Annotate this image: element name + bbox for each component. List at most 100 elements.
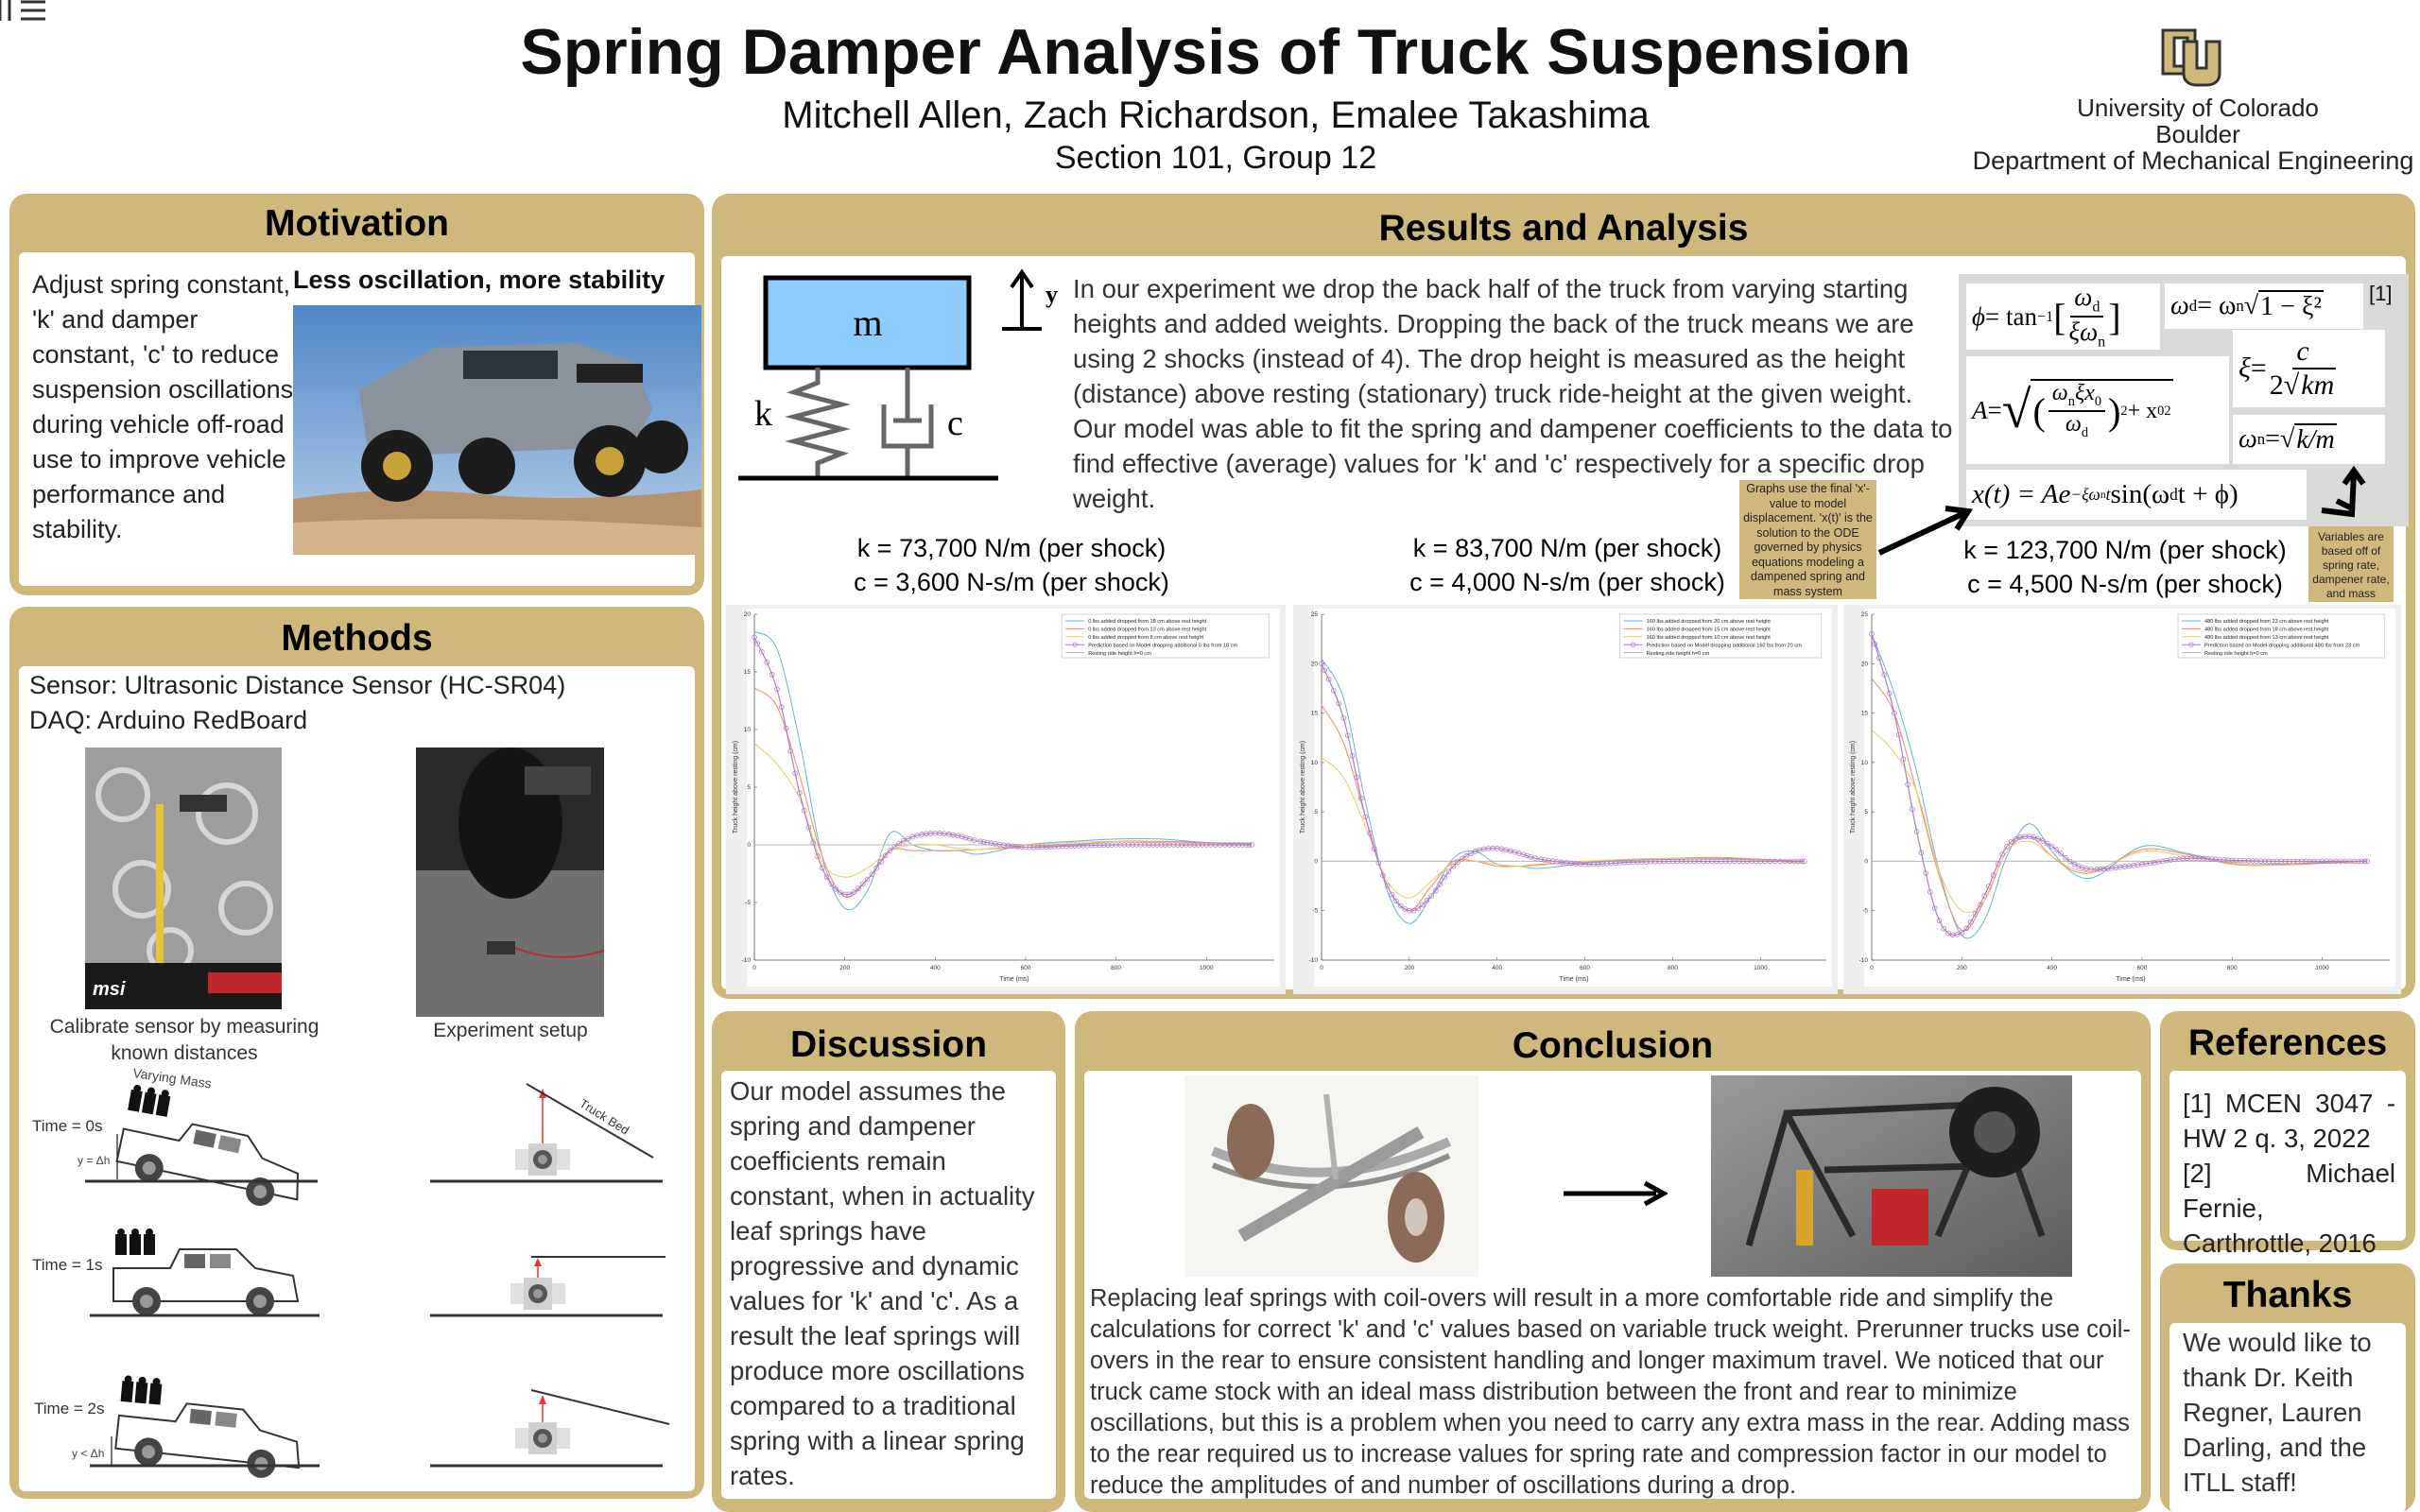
model-point-marker: [1150, 842, 1156, 848]
daq-text: DAQ: Arduino RedBoard: [29, 706, 308, 734]
model-point-marker: [1927, 889, 1933, 895]
legend-label: 480 lbs added dropped from 23 cm above r…: [2204, 619, 2329, 625]
annotation-arrows: [1877, 465, 2366, 556]
x-tick-label: 1000: [1200, 965, 1214, 971]
model-point-marker: [1060, 843, 1065, 850]
x-tick-label: 800: [1111, 965, 1121, 971]
model-point-marker: [2143, 861, 2150, 867]
legend-marker: [1630, 642, 1636, 647]
model-point-marker: [967, 835, 973, 842]
discussion-content: Our model assumes the spring and dampene…: [721, 1071, 1056, 1499]
model-point-marker: [1331, 687, 1337, 694]
legend-label: 160 lbs added dropped from 10 cm above r…: [1647, 635, 1772, 641]
model-point-marker: [797, 790, 803, 796]
model-point-marker: [1384, 883, 1391, 889]
x-tick-label: 400: [1492, 965, 1502, 971]
model-point-marker: [2221, 857, 2227, 863]
model-point-marker: [1801, 858, 1807, 865]
model-point-marker: [1424, 898, 1430, 903]
model-point-marker: [1767, 858, 1773, 865]
model-point-marker: [1170, 842, 1177, 848]
y-tick-label: 20: [744, 611, 752, 618]
x-tick-label: 800: [2227, 965, 2238, 971]
model-point-marker: [984, 839, 991, 846]
model-point-marker: [887, 848, 893, 853]
model-point-marker: [1249, 842, 1254, 848]
model-point-marker: [859, 881, 866, 887]
model-point-marker: [1162, 842, 1168, 848]
model-point-marker: [1986, 883, 1992, 889]
model-point-marker: [1027, 844, 1033, 850]
time-label-0s: Time = 0s: [32, 1117, 102, 1135]
series-line: [1321, 757, 1805, 899]
model-point-marker: [2233, 857, 2239, 864]
model-point-marker: [1357, 795, 1364, 801]
series-line: [1321, 663, 1805, 912]
equation-citation: [1]: [2369, 282, 2393, 305]
model-point-marker: [856, 885, 861, 891]
model-point-marker: [1084, 842, 1090, 849]
series-line: [753, 743, 1253, 878]
calibrate-caption: Calibrate sensor by measuring known dist…: [49, 1016, 320, 1064]
model-point-marker: [2094, 866, 2100, 872]
legend-label: Resting ride height h=0 cm: [1088, 651, 1151, 657]
model-point-marker: [959, 833, 965, 840]
x-tick-label: 0: [1870, 965, 1874, 971]
model-point-marker: [1125, 842, 1132, 848]
references-panel: References [1] MCEN 3047 - HW 2 q. 3, 20…: [2160, 1011, 2415, 1258]
references-title: References: [2187, 1022, 2388, 1063]
model-point-marker: [2229, 857, 2236, 864]
y-tick-label: 25: [1861, 611, 1869, 618]
model-point-marker: [1154, 842, 1160, 848]
authors: Mitchell Allen, Zach Richardson, Emalee …: [782, 94, 1650, 136]
model-point-marker: [805, 824, 812, 831]
model-point-marker: [1432, 887, 1439, 894]
weights-icon: [128, 1084, 172, 1117]
weights-icon: [120, 1375, 163, 1405]
model-point-marker: [2364, 858, 2370, 865]
model-point-marker: [2080, 865, 2085, 870]
y-tick-label: 5: [1864, 809, 1868, 816]
model-point-marker: [1913, 829, 1920, 834]
model-point-marker: [1239, 842, 1246, 848]
model-point-marker: [1977, 902, 1983, 908]
hatch-pattern: [0, 0, 45, 21]
drop-test-diagram: Varying Mass Time = 0s y = Δh Truck Bed …: [0, 0, 670, 1512]
model-point-marker: [764, 659, 769, 665]
plot-background: [1864, 609, 2395, 987]
photo-brand-text: msi: [93, 979, 126, 1000]
y-tick-label: 10: [1861, 760, 1869, 766]
model-point-marker: [977, 838, 983, 845]
model-point-marker: [1881, 672, 1887, 678]
model-point-marker: [1167, 842, 1172, 848]
x-tick-label: 400: [2047, 965, 2057, 971]
y-tick-label: -10: [742, 957, 752, 964]
model-point-marker: [1072, 843, 1078, 849]
y-tick-label: 5: [1314, 809, 1318, 816]
y-tick-label: 5: [747, 784, 751, 791]
model-point-marker: [1981, 893, 1987, 899]
truck-icon: [112, 1248, 299, 1316]
x-tick-label: 200: [839, 965, 850, 971]
legend-label: 480 lbs added dropped from 18 cm above r…: [2204, 627, 2329, 633]
model-point-marker: [1183, 842, 1189, 848]
model-point-marker: [1375, 860, 1382, 866]
university-line2: Boulder: [2155, 120, 2240, 148]
model-point-marker: [2290, 858, 2296, 865]
y-axis-label: Truck height above resting (cm): [1300, 741, 1306, 833]
model-point-marker: [2303, 858, 2308, 865]
model-point-marker: [1076, 843, 1082, 849]
conclusion-text: Replacing leaf springs with coil-overs w…: [1090, 1285, 2131, 1499]
x-axis-label: Time (ms): [999, 976, 1028, 983]
model-point-marker: [1121, 842, 1128, 848]
model-point-marker: [1137, 842, 1144, 848]
c-value: c = 4,500 N-s/m (per shock): [1967, 570, 2283, 598]
university-line1: University of Colorado: [2077, 94, 2319, 122]
model-point-marker: [1963, 925, 1969, 932]
legend-label: Prediction based on Model dropping addit…: [1647, 643, 1803, 648]
model-point-marker: [2241, 857, 2248, 864]
model-point-marker: [1371, 846, 1377, 851]
